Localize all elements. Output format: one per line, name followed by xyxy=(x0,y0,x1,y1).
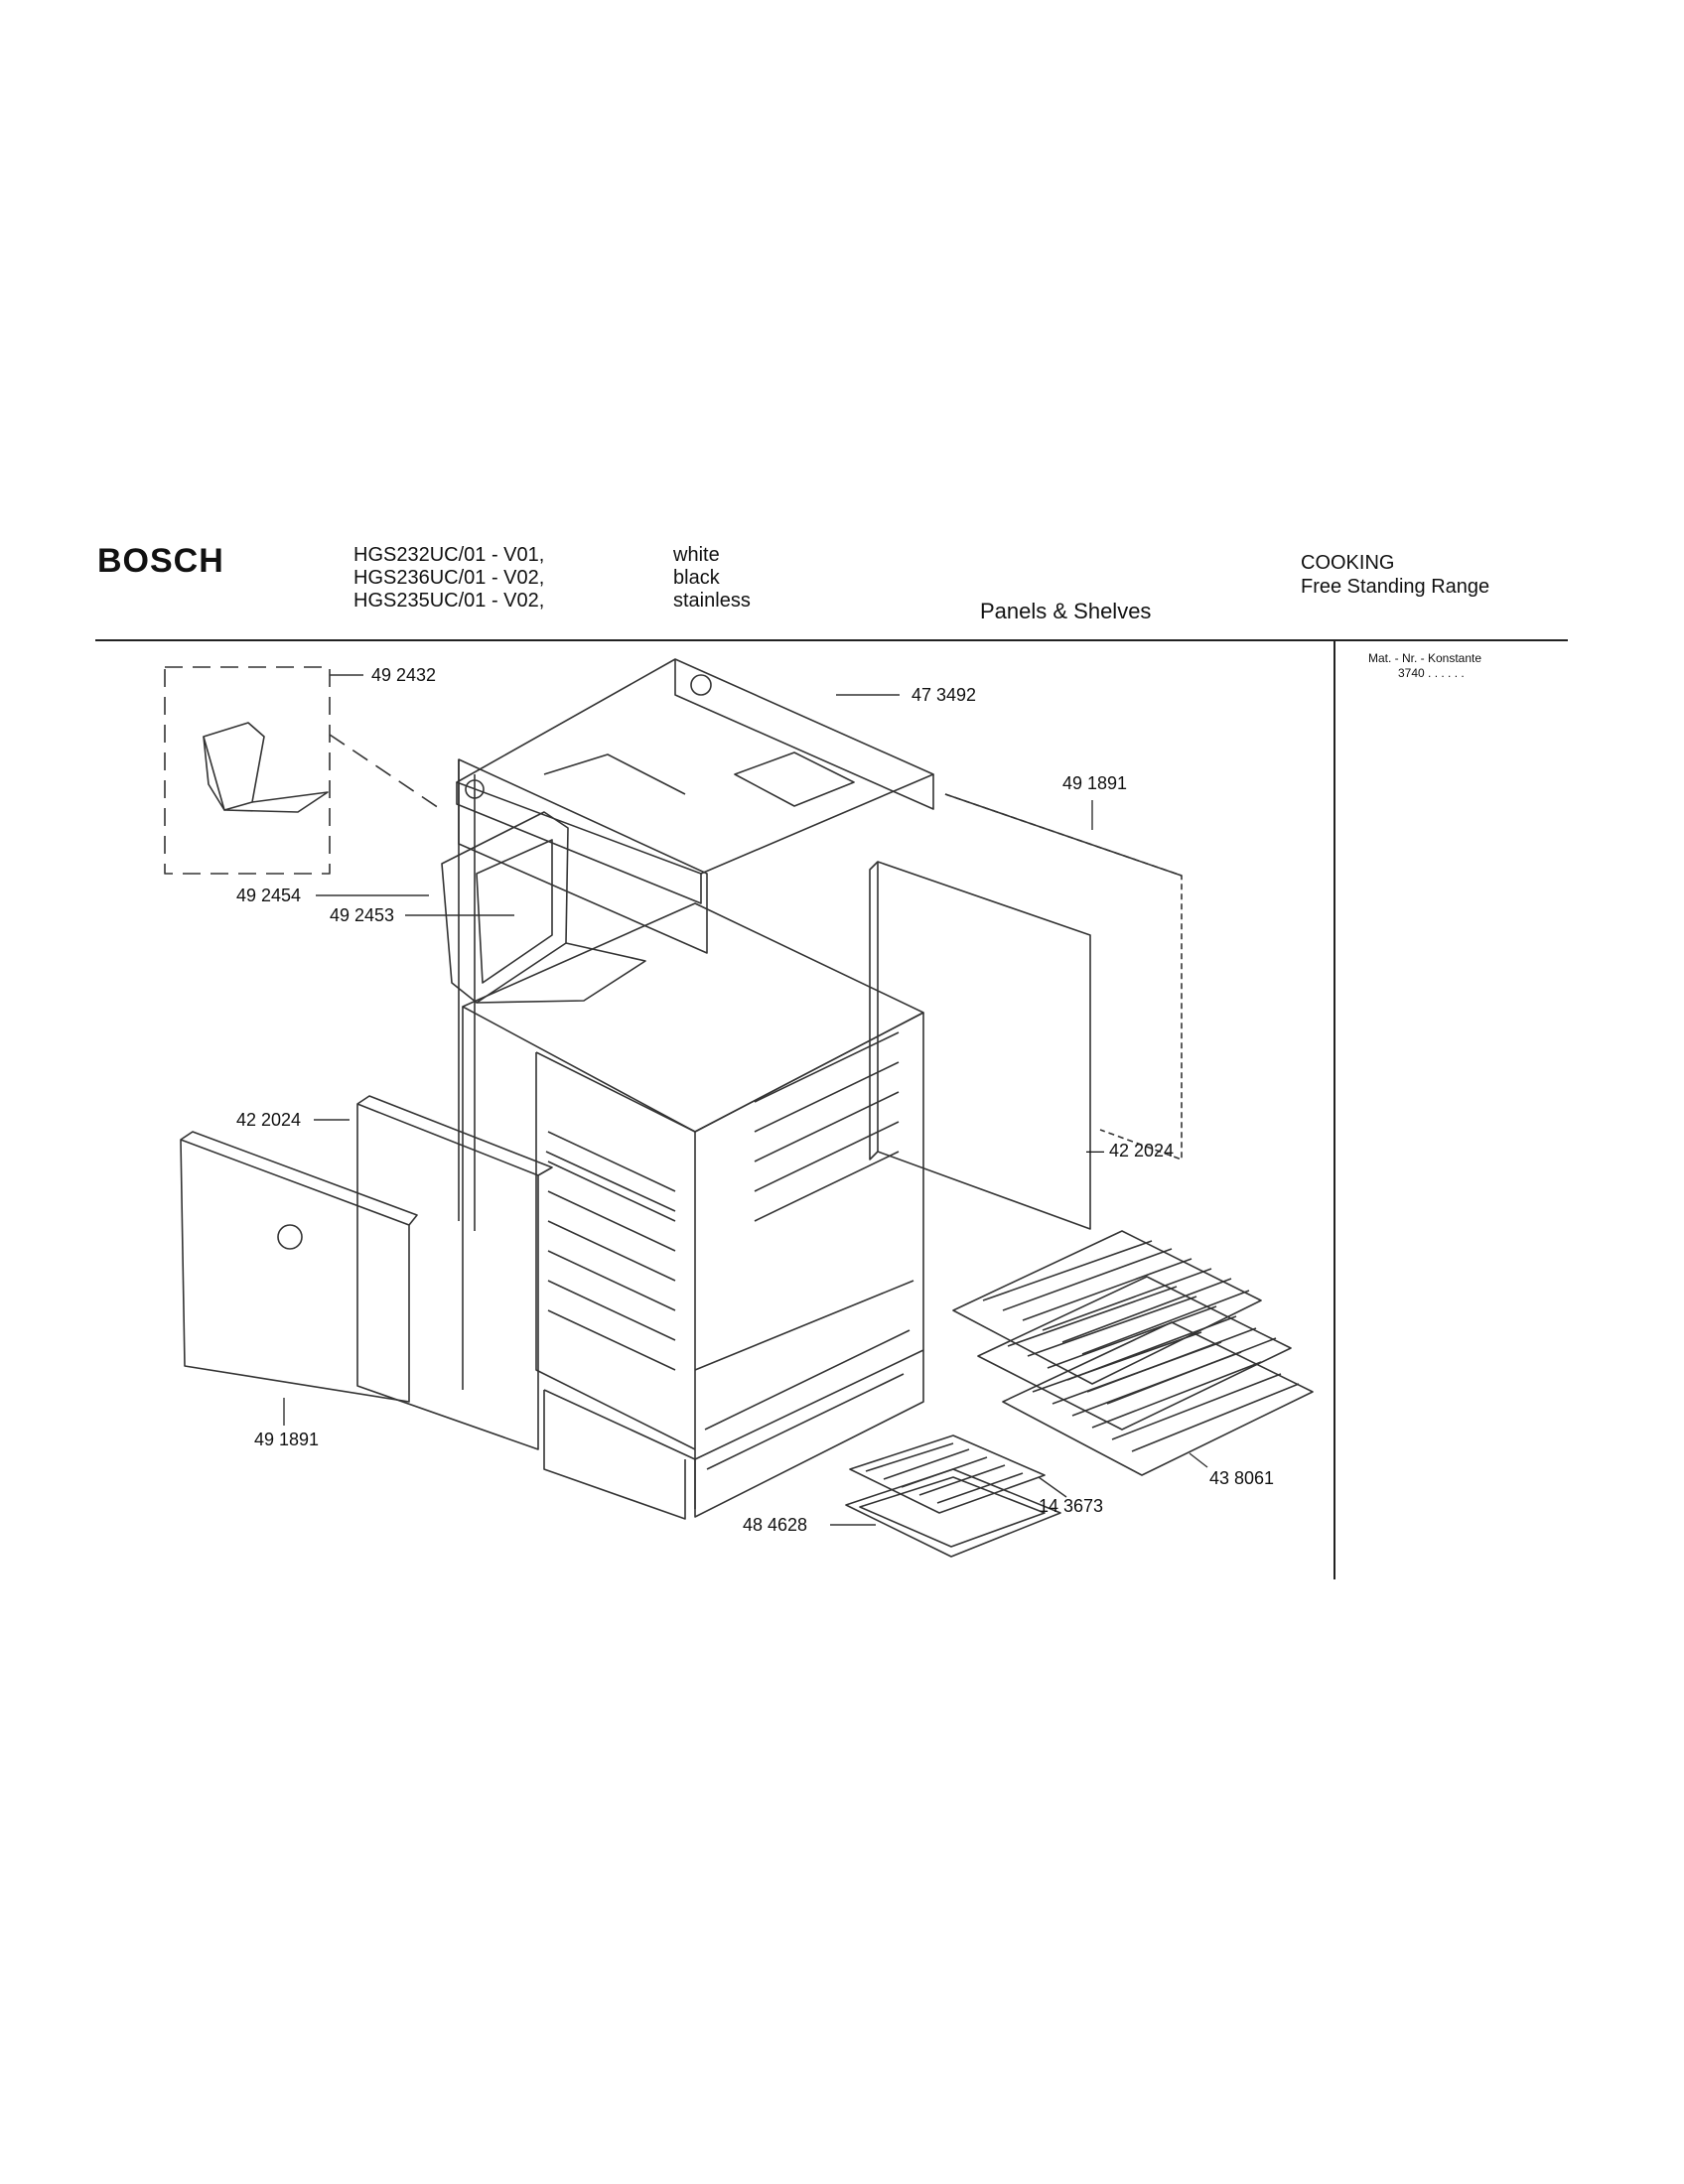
color-1: white xyxy=(673,544,720,566)
model-1: HGS232UC/01 - V01, xyxy=(353,544,545,566)
part-label-484628: 48 4628 xyxy=(743,1515,808,1535)
model-list: HGS232UC/01 - V01, HGS236UC/01 - V02, HG… xyxy=(353,544,544,613)
part-label-473492: 47 3492 xyxy=(912,685,977,705)
inset-detail-box xyxy=(164,666,331,875)
color-list: white black stainless xyxy=(673,544,751,613)
part-label-422024-right: — 42 2024 xyxy=(1086,1141,1175,1160)
model-3: HGS235UC/01 - V02, xyxy=(353,590,545,612)
oven-cavity xyxy=(462,902,924,1520)
leader-lines xyxy=(283,674,1208,1526)
part-label-422024-left: 42 2024 xyxy=(236,1110,302,1130)
color-2: black xyxy=(673,567,720,589)
oven-racks xyxy=(952,1230,1314,1476)
broiler-pan xyxy=(845,1468,1061,1558)
model-2: HGS236UC/01 - V02, xyxy=(353,567,545,589)
inset-pointer-dashed xyxy=(329,734,446,813)
brand-logo: BOSCH xyxy=(97,542,224,580)
oven-shield xyxy=(441,811,646,1004)
part-label-492432: 49 2432 xyxy=(371,665,437,685)
right-side-panel xyxy=(869,861,1091,1230)
part-label-438061: 43 8061 xyxy=(1209,1468,1275,1488)
mat-nr-label: Mat. - Nr. - Konstante xyxy=(1368,651,1482,665)
category-block: COOKING Free Standing Range xyxy=(1301,551,1489,599)
category-sub: Free Standing Range xyxy=(1301,576,1490,598)
left-side-panel xyxy=(356,1095,553,1450)
left-outer-panel xyxy=(180,1131,418,1403)
section-title: Panels & Shelves xyxy=(980,599,1152,623)
right-outer-panel xyxy=(944,793,1183,1160)
mat-nr-block: Mat. - Nr. - Konstante 3740 . . . . . . xyxy=(1368,651,1481,681)
side-column-divider xyxy=(1333,641,1335,1579)
category-main: COOKING xyxy=(1301,552,1395,574)
header-divider xyxy=(95,639,1568,641)
part-label-143673: 14 3673 xyxy=(1039,1496,1104,1516)
mat-nr-value: 3740 . . . . . . xyxy=(1398,666,1465,680)
part-label-491891-left: 49 1891 xyxy=(254,1430,320,1449)
part-label-492453: 49 2453 xyxy=(330,905,395,925)
top-panel xyxy=(456,658,934,904)
color-3: stainless xyxy=(673,590,751,612)
part-label-491891-right: 49 1891 xyxy=(1062,773,1128,793)
part-label-492454: 49 2454 xyxy=(236,886,302,905)
